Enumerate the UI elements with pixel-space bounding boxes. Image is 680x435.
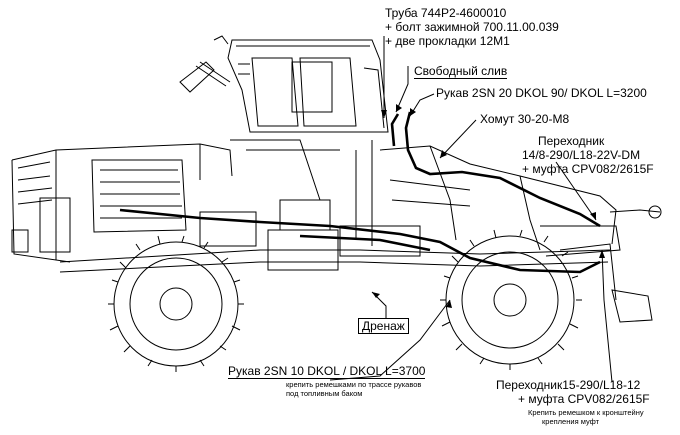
free-drain-label: Свободный слив	[414, 64, 508, 79]
hose-20-label: Рукав 2SN 20 DKOL 90/ DKOL L=3200	[436, 86, 647, 100]
hose-10-note: крепить ремешками по трассе рукавов под …	[286, 380, 421, 398]
cab	[179, 35, 389, 133]
adapter-bottom-line-2: + муфта CPV082/2615F	[518, 392, 650, 406]
adapter-top-callout: Переходник 14/8-290/L18-22V-DM + муфта C…	[522, 134, 654, 176]
hose-lines	[119, 111, 601, 274]
adapter-top-line-1: Переходник	[538, 134, 605, 148]
hose-10-note-line-2: под топливным баком	[286, 389, 363, 398]
adapter-bottom-callout: Переходник15-290/L18-12 + муфта CPV082/2…	[496, 378, 650, 406]
pipe-line-3: + две прокладки 12М1	[385, 34, 510, 48]
pipe-callout: Труба 744Р2-4600010 + болт зажимной 700.…	[385, 6, 559, 48]
adapter-top-line-3: + муфта CPV082/2615F	[522, 162, 654, 176]
front-wheel	[440, 229, 582, 370]
pipe-line-2: + болт зажимной 700.11.00.039	[385, 20, 559, 34]
chassis	[59, 139, 662, 323]
hose-10-note-line-1: крепить ремешками по трассе рукавов	[286, 380, 422, 389]
clamp-label: Хомут 30-20-М8	[480, 112, 570, 126]
rear-wheel	[108, 235, 244, 372]
adapter-bottom-note: Крепить ремешком к кронштейну крепления …	[528, 408, 644, 426]
adapter-top-line-2: 14/8-290/L18-22V-DM	[522, 148, 641, 162]
hose-10-label: Рукав 2SN 10 DKOL / DKOL L=3700	[228, 364, 426, 379]
leader-arrowheads	[372, 104, 605, 308]
rear-body	[11, 143, 233, 263]
drainage-label: Дренаж	[358, 318, 409, 334]
adapter-bottom-line-1: Переходник15-290/L18-12	[496, 378, 641, 392]
pipe-line-1: Труба 744Р2-4600010	[385, 6, 507, 20]
adapter-bottom-note-line-1: Крепить ремешком к кронштейну	[528, 408, 644, 417]
adapter-bottom-note-line-2: крепления муфт	[542, 417, 600, 426]
